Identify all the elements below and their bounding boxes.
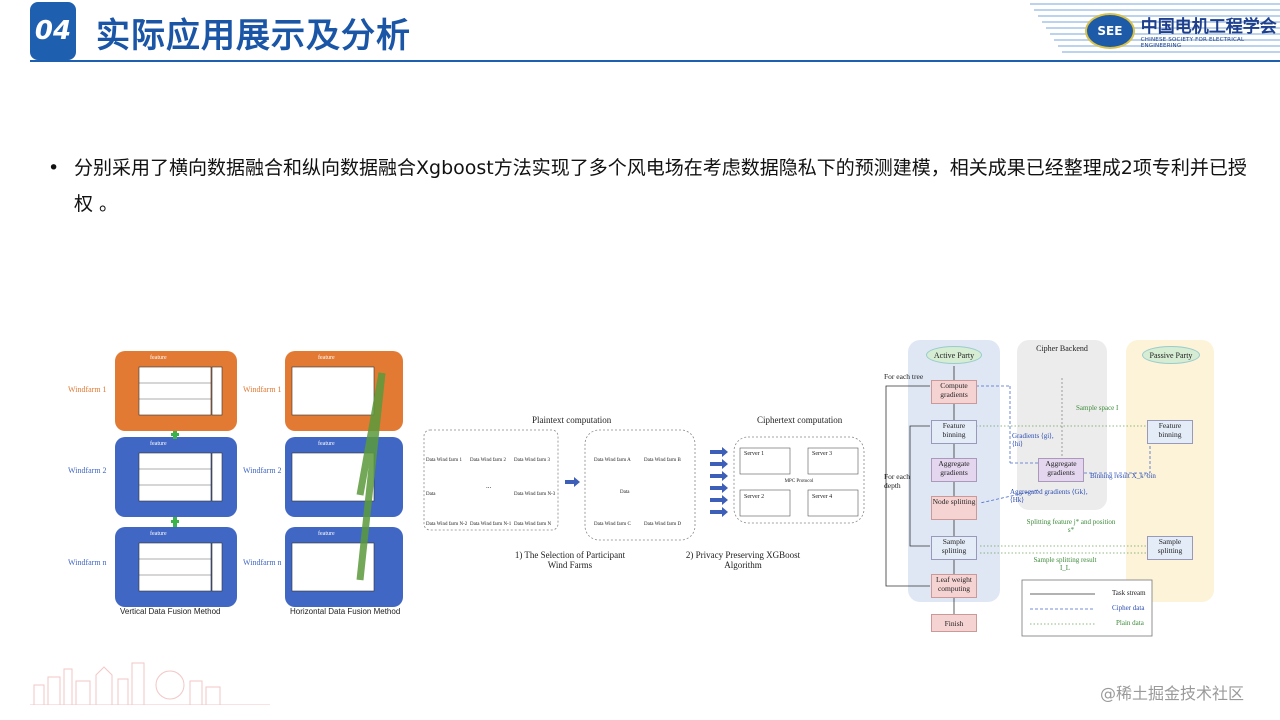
server-3: Server 3 — [812, 451, 833, 457]
label-splitting-feature: Splitting feature j* and position s* — [1026, 518, 1116, 534]
slide-header: 04 实际应用展示及分析 SEE 中国电机工程学会 CHINESE SOCIET… — [0, 0, 1280, 62]
farm-n3: Data Wind farm N-3 — [514, 492, 556, 497]
logo-english-name: CHINESE SOCIETY FOR ELECTRICAL ENGINEERI… — [1140, 37, 1245, 49]
watermark: @稀土掘金技术社区 — [1100, 684, 1245, 703]
mpc-protocol: MPC Protocol — [784, 479, 814, 484]
windfarm-n-label: Windfarm n — [68, 558, 107, 567]
farm-n2: Data Wind farm N-2 — [426, 522, 468, 527]
bullet-text: 分别采用了横向数据融合和纵向数据融合Xgboost方法实现了多个风电场在考虑数据… — [74, 157, 1247, 215]
windfarm-2-label: Windfarm 2 — [68, 466, 107, 475]
caption-selection: 1) The Selection of Participant Wind Far… — [514, 550, 626, 570]
node-leaf-weight: Leaf weight computing — [931, 574, 977, 598]
privacy-xgboost-diagram — [423, 429, 865, 541]
feature-label-h: feature — [318, 441, 335, 447]
node-sample-splitting: Sample splitting — [931, 536, 977, 560]
passive-party-header: Passive Party — [1142, 346, 1200, 364]
label-aggregated-gradients: Aggregated gradients ⟨Gk⟩, ⟨Hk⟩ — [1010, 488, 1088, 504]
node-aggregate-gradients: Aggregate gradients — [931, 458, 977, 482]
selected-data: Data — [620, 490, 630, 495]
legend-task-stream: Task stream — [1112, 589, 1146, 597]
farm-n: Data Wind farm N — [514, 522, 552, 527]
figure-data-fusion: Windfarm 1 Windfarm 2 Windfarm n Windfar… — [60, 345, 410, 620]
farm-3: Data Wind farm 3 — [514, 458, 550, 463]
node-cipher-aggregate: Aggregate gradients — [1038, 458, 1084, 482]
selected-c: Data Wind farm C — [594, 522, 631, 527]
header-divider — [30, 60, 1280, 62]
server-1: Server 1 — [744, 451, 765, 457]
feature-label: feature — [150, 355, 167, 361]
figure-flowchart: Active Party Cipher Backend Passive Part… — [880, 338, 1225, 638]
server-2: Server 2 — [744, 494, 765, 500]
city-skyline-decoration — [30, 662, 270, 705]
for-each-tree: For each tree — [884, 372, 924, 381]
caption-xgboost: 2) Privacy Preserving XGBoost Algorithm — [685, 550, 801, 570]
see-logo-icon: SEE — [1085, 12, 1135, 49]
figure-privacy-xgboost: Plaintext computation Ciphertext computa… — [422, 410, 870, 580]
legend-cipher-data: Cipher data — [1112, 604, 1145, 612]
label-binning-result: Binning result X_k^bin — [1090, 472, 1156, 480]
farm-1: Data Wind farm 1 — [426, 458, 462, 463]
label-sample-space: Sample space I — [1076, 404, 1119, 412]
bullet-marker: • — [48, 157, 60, 179]
farm-2: Data Wind farm 2 — [470, 458, 506, 463]
feature-label: feature — [150, 531, 167, 537]
society-logo: SEE 中国电机工程学会 CHINESE SOCIETY FOR ELECTRI… — [1085, 12, 1280, 49]
selected-a: Data Wind farm A — [594, 458, 631, 463]
label-sample-splitting-result: Sample splitting result I_L — [1033, 556, 1097, 572]
windfarm-1-label: Windfarm 1 — [68, 385, 107, 394]
legend-plain-data: Plain data — [1116, 619, 1144, 627]
farm-n1: Data Wind farm N-1 — [470, 522, 512, 527]
feature-label: feature — [150, 441, 167, 447]
bullet-paragraph: • 分别采用了横向数据融合和纵向数据融合Xgboost方法实现了多个风电场在考虑… — [48, 150, 1248, 222]
feature-label-h: feature — [318, 355, 335, 361]
label-gradients: Gradients ⟨gi⟩, ⟨hi⟩ — [1012, 432, 1054, 448]
windfarm-2-label-h: Windfarm 2 — [243, 466, 282, 475]
vertical-caption: Vertical Data Fusion Method — [120, 607, 221, 616]
for-each-depth: For each depth — [884, 472, 911, 490]
farm-data: Data — [426, 492, 436, 497]
windfarm-1-label-h: Windfarm 1 — [243, 385, 282, 394]
node-passive-sample-splitting: Sample splitting — [1147, 536, 1193, 560]
page-title: 实际应用展示及分析 — [96, 16, 411, 56]
selected-b: Data Wind farm B — [644, 458, 681, 463]
node-compute-gradients: Compute gradients — [931, 380, 977, 404]
node-finish: Finish — [931, 614, 977, 632]
feature-label-h: feature — [318, 531, 335, 537]
data-fusion-diagram — [115, 351, 403, 607]
cipher-backend-header: Cipher Backend — [1036, 344, 1088, 353]
horizontal-caption: Horizontal Data Fusion Method — [290, 607, 401, 616]
node-passive-feature-binning: Feature binning — [1147, 420, 1193, 444]
active-party-header: Active Party — [926, 346, 982, 364]
logo-chinese-name: 中国电机工程学会 — [1140, 17, 1277, 37]
plaintext-title: Plaintext computation — [532, 415, 612, 425]
node-feature-binning: Feature binning — [931, 420, 977, 444]
selected-d: Data Wind farm D — [644, 522, 682, 527]
windfarm-n-label-h: Windfarm n — [243, 558, 282, 567]
ciphertext-title: Ciphertext computation — [757, 415, 843, 425]
section-number: 04 — [30, 2, 76, 60]
server-4: Server 4 — [812, 494, 833, 500]
farm-ellipsis: ... — [486, 482, 492, 490]
node-node-splitting: Node splitting — [931, 496, 977, 520]
